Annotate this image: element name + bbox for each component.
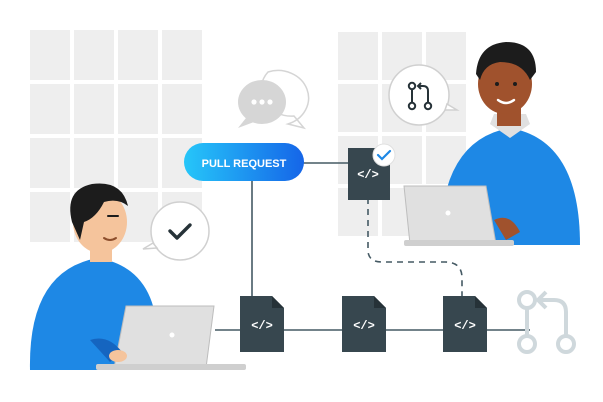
pull-request-button[interactable]: PULL REQUEST [184,143,304,181]
code-symbol: </> [357,168,379,182]
code-symbol: </> [251,319,273,333]
git-pull-request-icon [407,81,433,111]
check-badge-icon [372,143,396,167]
laptop-right [403,185,520,246]
merge-speech-bubble [388,64,460,126]
check-icon [168,223,192,240]
git-pull-request-icon [517,290,576,354]
laptop-left [90,305,246,370]
pull-request-label: PULL REQUEST [202,158,287,170]
code-file-icon: </> [443,296,487,352]
code-file-icon: </> [342,296,386,352]
code-file-icon: </> [240,296,284,352]
chat-bubble-icon [238,69,310,130]
code-symbol: </> [454,319,476,333]
approval-speech-bubble [142,201,210,261]
code-symbol: </> [353,319,375,333]
